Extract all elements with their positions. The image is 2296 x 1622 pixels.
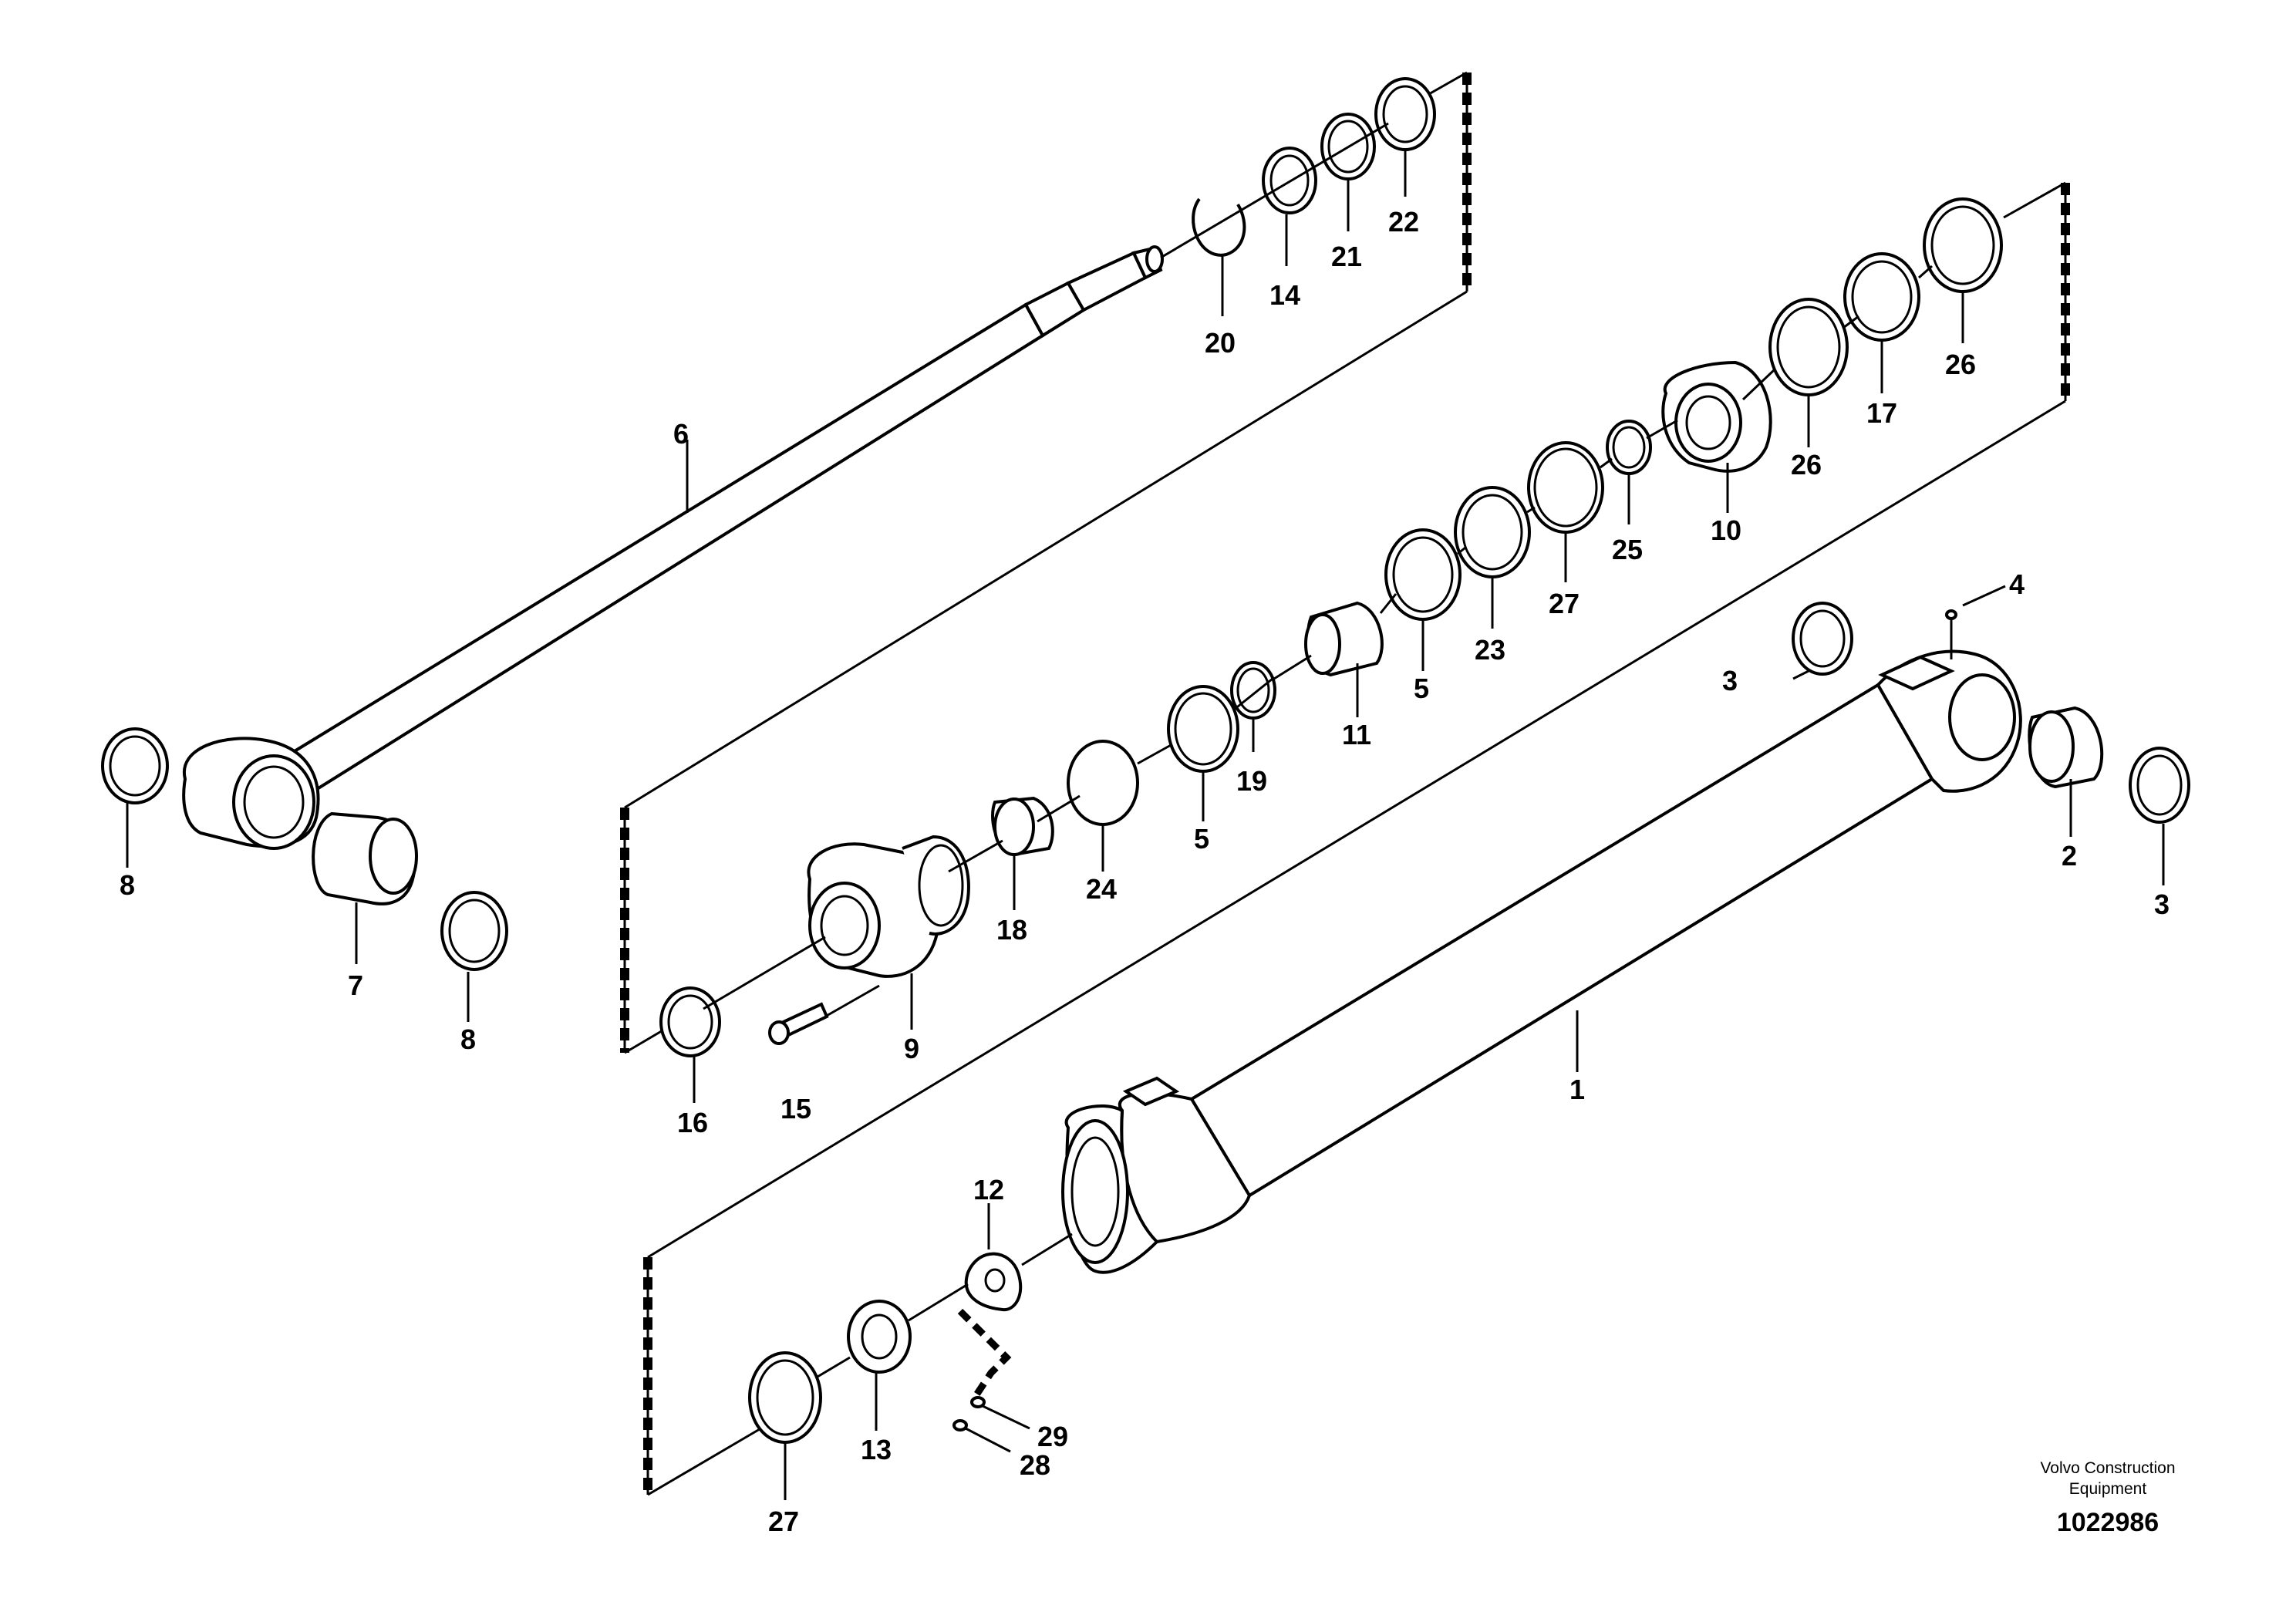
callout-13: 13 (861, 1434, 892, 1465)
callout-5-lower: 5 (1194, 823, 1209, 855)
rod-eye-seal-right (440, 891, 508, 971)
washer-13 (847, 1300, 912, 1374)
drawing-number: 1022986 (2057, 1508, 2159, 1537)
callout-14: 14 (1269, 279, 1300, 311)
callout-24: 24 (1086, 873, 1117, 905)
ring-26-upper (1923, 197, 2003, 293)
ring-22 (1374, 77, 1436, 151)
screw-set-28-29 (952, 1308, 1012, 1431)
seal-16 (659, 986, 721, 1057)
callout-26-upper: 26 (1945, 349, 1976, 380)
ring-23 (1454, 486, 1531, 578)
snap-ring-20 (1192, 197, 1246, 257)
callout-12: 12 (973, 1174, 1004, 1206)
frame-piston-rod (620, 71, 1472, 1054)
callout-6: 6 (673, 418, 689, 450)
callout-3-upper: 3 (1722, 665, 1738, 696)
seal-24 (1067, 740, 1139, 826)
bushing-2 (2028, 706, 2104, 789)
bushing-18 (991, 796, 1054, 857)
callout-26-lower: 26 (1791, 449, 1822, 481)
seal-3-lower (2129, 747, 2190, 824)
callout-23: 23 (1475, 634, 1505, 666)
cylinder-head (807, 835, 970, 978)
callout-21: 21 (1331, 241, 1362, 272)
cylinder-head-screw (768, 1002, 829, 1045)
callout-17: 17 (1866, 397, 1897, 429)
callout-10: 10 (1711, 514, 1741, 546)
ring-17 (1843, 252, 1920, 342)
brand-line-1: Volvo Construction (2040, 1459, 2175, 1477)
callout-3-lower: 3 (2154, 889, 2170, 920)
rod-eye-seal-left (101, 727, 169, 804)
frame-piston-set (643, 181, 2070, 1496)
lock-plate-12 (964, 1252, 1023, 1312)
ring-27-upper (1527, 441, 1604, 534)
callout-19: 19 (1236, 765, 1267, 797)
callout-4: 4 (2009, 568, 2025, 600)
piston-10 (1661, 360, 1772, 473)
ring-19 (1230, 661, 1276, 720)
rod-eye-bushing (312, 811, 418, 905)
piston-rod (182, 245, 1164, 850)
callout-7: 7 (348, 969, 363, 1001)
callout-28: 28 (1020, 1449, 1050, 1481)
callout-9: 9 (904, 1033, 919, 1064)
spacer-11 (1304, 601, 1384, 677)
callout-2: 2 (2062, 840, 2077, 872)
callout-27-upper: 27 (1549, 588, 1580, 619)
callout-18: 18 (996, 914, 1027, 946)
callout-22: 22 (1388, 206, 1419, 238)
ring-25 (1606, 420, 1652, 475)
callout-15: 15 (781, 1093, 811, 1125)
ring-26-lower (1768, 298, 1849, 396)
callout-20: 20 (1205, 327, 1236, 359)
callout-27-lower: 27 (768, 1506, 799, 1537)
callout-leaders (126, 150, 2165, 1500)
callout-25: 25 (1612, 534, 1643, 565)
callout-16: 16 (677, 1107, 708, 1138)
callout-11: 11 (1342, 719, 1371, 750)
callout-1: 1 (1569, 1074, 1585, 1105)
ring-27-lower (748, 1351, 822, 1444)
ring-5-lower (1167, 685, 1239, 773)
callout-8-right: 8 (460, 1023, 476, 1055)
callout-29: 29 (1037, 1421, 1068, 1452)
callout-8-left: 8 (120, 869, 135, 901)
callout-5-upper: 5 (1414, 673, 1429, 704)
callout-labels: 1 2 3 3 4 5 5 6 7 8 8 9 10 11 12 13 14 1… (120, 206, 2170, 1537)
ring-5-upper (1384, 528, 1462, 621)
brand-line-2: Equipment (2069, 1480, 2147, 1498)
cylinder-tube (1061, 609, 2022, 1274)
title-block: Volvo Construction Equipment 1022986 (2040, 1459, 2175, 1537)
seal-3-upper (1792, 602, 1853, 676)
